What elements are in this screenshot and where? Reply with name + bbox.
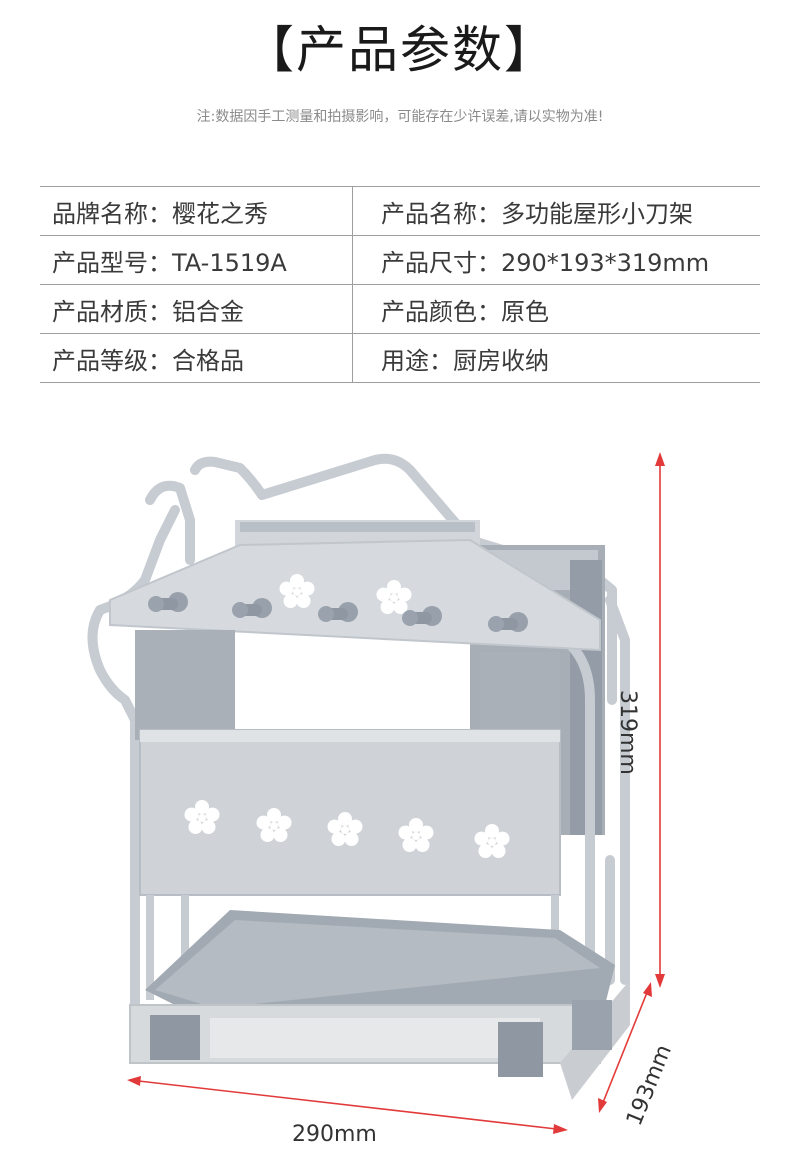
- top-panel: [109, 538, 601, 652]
- param-material: 产品材质：铝合金: [40, 284, 353, 334]
- width-dimension-label: 290mm: [292, 1122, 377, 1147]
- param-color: 产品颜色：原色: [352, 284, 760, 334]
- param-size: 产品尺寸：290*193*319mm: [352, 235, 760, 285]
- param-usage: 用途：厨房收纳: [352, 333, 760, 383]
- drip-tray: [129, 910, 630, 1100]
- table-row: 产品等级：合格品 用途：厨房收纳: [40, 333, 760, 383]
- product-illustration: [87, 452, 665, 1134]
- param-product-name: 产品名称：多功能屋形小刀架: [352, 186, 760, 236]
- back-frame: [145, 453, 617, 705]
- front-panel: [139, 729, 561, 896]
- page-title: 【产品参数】: [244, 21, 556, 79]
- param-grade: 产品等级：合格品: [40, 333, 353, 383]
- param-model: 产品型号：TA-1519A: [40, 235, 353, 285]
- table-row: 产品型号：TA-1519A 产品尺寸：290*193*319mm: [40, 235, 760, 285]
- back-slot-panel: [135, 630, 235, 740]
- height-dimension-label: 319mm: [615, 690, 640, 775]
- parameter-table: 品牌名称：樱花之秀 产品名称：多功能屋形小刀架 产品型号：TA-1519A 产品…: [40, 186, 760, 383]
- param-brand: 品牌名称：樱花之秀: [40, 186, 353, 236]
- table-row: 产品材质：铝合金 产品颜色：原色: [40, 284, 760, 334]
- table-row: 品牌名称：樱花之秀 产品名称：多功能屋形小刀架: [40, 186, 760, 236]
- disclaimer-note: 注:数据因手工测量和拍摄影响，可能存在少许误差,请以实物为准!: [196, 109, 604, 125]
- dimension-lines: [127, 452, 665, 1134]
